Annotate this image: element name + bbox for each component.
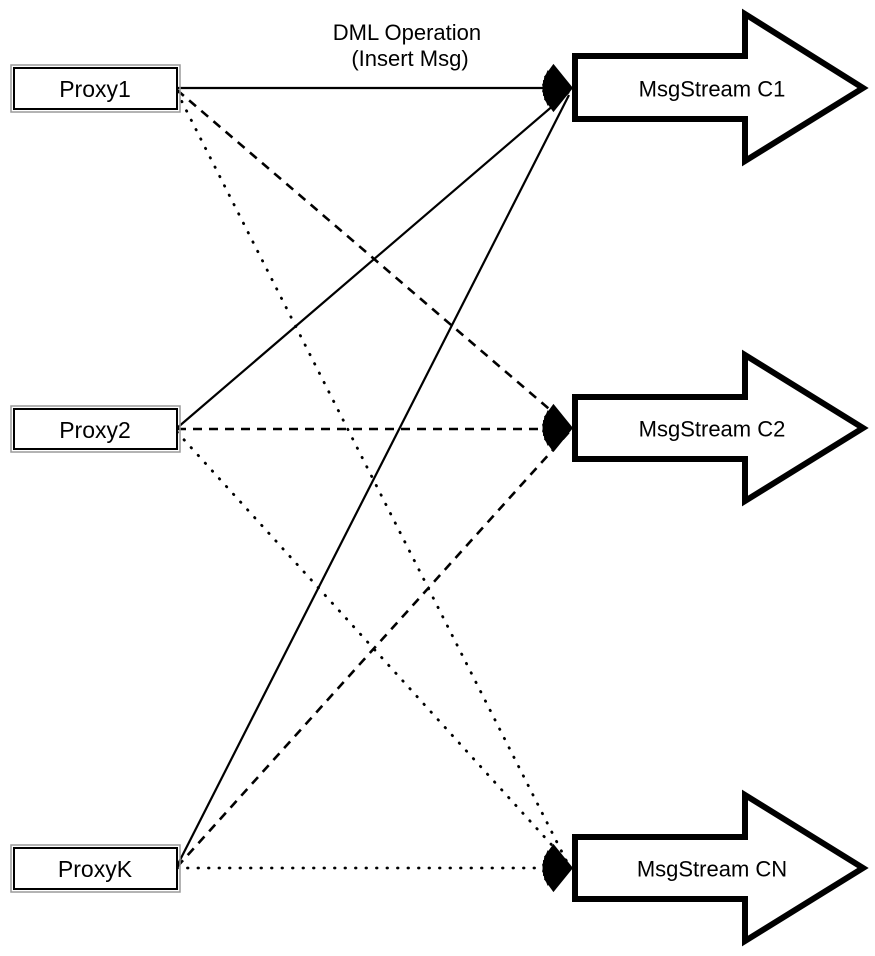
proxy-layer: Proxy1 Proxy2 ProxyK [10,64,181,893]
arrowhead-layer [542,63,573,893]
stream-label-c1: MsgStream C1 [639,77,786,102]
block-arrow-icon-c1 [572,8,869,167]
stream-label-c2: MsgStream C2 [639,417,786,442]
proxy-label-k: ProxyK [58,856,133,882]
block-arrow-icon-cn [572,789,869,947]
connection-proxyK-to-c1[interactable] [176,94,570,867]
proxy-box-2 [13,408,178,450]
edge-label-dml-operation: DML Operation (Insert Msg) [333,20,488,71]
proxy-box-shadow-2 [10,405,181,453]
proxy-node-proxy2[interactable]: Proxy2 [10,405,181,453]
proxy-box-k [13,847,178,890]
connection-layer [175,86,571,870]
proxy-box-shadow-k [10,844,181,893]
stream-msgstream-c1[interactable]: MsgStream C1 [572,8,869,167]
proxy-box-1 [13,67,178,110]
proxy-box-shadow-1 [10,64,181,113]
arrowhead-icon-cn [542,843,573,893]
proxy-label-1: Proxy1 [59,76,131,102]
edge-label-line1: DML Operation [333,20,481,45]
proxy-label-2: Proxy2 [59,417,131,443]
annotation-layer: DML Operation (Insert Msg) [333,20,488,71]
arrowhead-icon-c1 [542,63,573,113]
arrowhead-icon-c2 [542,403,573,453]
connection-proxy1-to-c2[interactable] [176,89,570,427]
block-arrow-icon-c2 [572,349,869,507]
stream-msgstream-c2[interactable]: MsgStream C2 [572,349,869,507]
proxy-node-proxyK[interactable]: ProxyK [10,844,181,893]
connection-proxyK-to-c2[interactable] [176,431,570,868]
connection-proxy2-to-c1[interactable] [176,91,570,429]
proxy-node-proxy1[interactable]: Proxy1 [10,64,181,113]
edge-label-line2: (Insert Msg) [351,46,468,71]
stream-layer: MsgStream C1 MsgStream C2 MsgStream CN [572,8,869,947]
stream-msgstream-cn[interactable]: MsgStream CN [572,789,869,947]
stream-label-cn: MsgStream CN [637,857,787,882]
